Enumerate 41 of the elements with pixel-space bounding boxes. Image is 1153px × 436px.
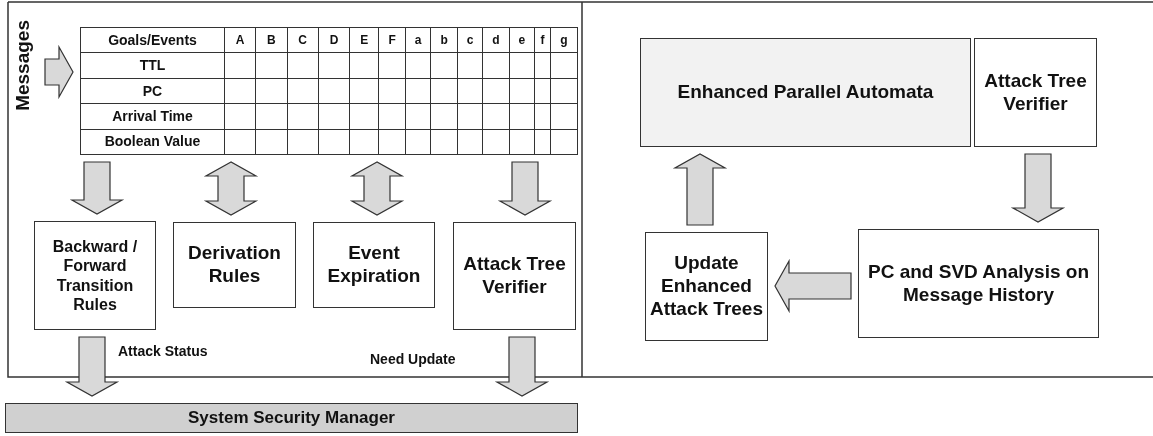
column-header: f [534,27,551,53]
block-arrow [69,161,125,215]
data-table [80,27,578,155]
block-arrow [494,336,550,397]
block-arrow [1010,153,1066,223]
column-header: F [378,27,406,53]
process-box: Backward / Forward Transition Rules [34,221,156,330]
row-header: Arrival Time [80,103,225,130]
process-box: PC and SVD Analysis on Message History [858,229,1099,338]
row-header: Boolean Value [80,129,225,155]
column-header: B [255,27,288,53]
block-arrow [203,161,259,216]
row-header: PC [80,78,225,104]
column-header: a [405,27,431,53]
row-header: TTL [80,52,225,79]
column-header: D [318,27,350,53]
process-box: Attack Tree Verifier [974,38,1097,147]
column-header: C [287,27,319,53]
column-header: g [550,27,578,53]
process-box: Derivation Rules [173,222,296,308]
block-arrow [349,161,405,216]
rotated-label: Messages [12,20,34,111]
column-header: E [349,27,379,53]
manager-bar: System Security Manager [5,403,578,433]
process-box: Enhanced Parallel Automata [640,38,971,147]
column-header: e [509,27,535,53]
block-arrow [774,258,852,314]
block-arrow [672,153,728,226]
edge-label: Attack Status [118,343,208,359]
block-arrow [44,44,74,100]
edge-label: Need Update [370,351,456,367]
row-header: Goals/Events [80,27,225,53]
column-header: b [430,27,458,53]
process-box: Update Enhanced Attack Trees [645,232,768,341]
process-box: Event Expiration [313,222,435,308]
block-arrow [497,161,553,216]
block-arrow [64,336,120,397]
column-header: c [457,27,483,53]
process-box: Attack Tree Verifier [453,222,576,330]
column-header: d [482,27,510,53]
column-header: A [224,27,256,53]
